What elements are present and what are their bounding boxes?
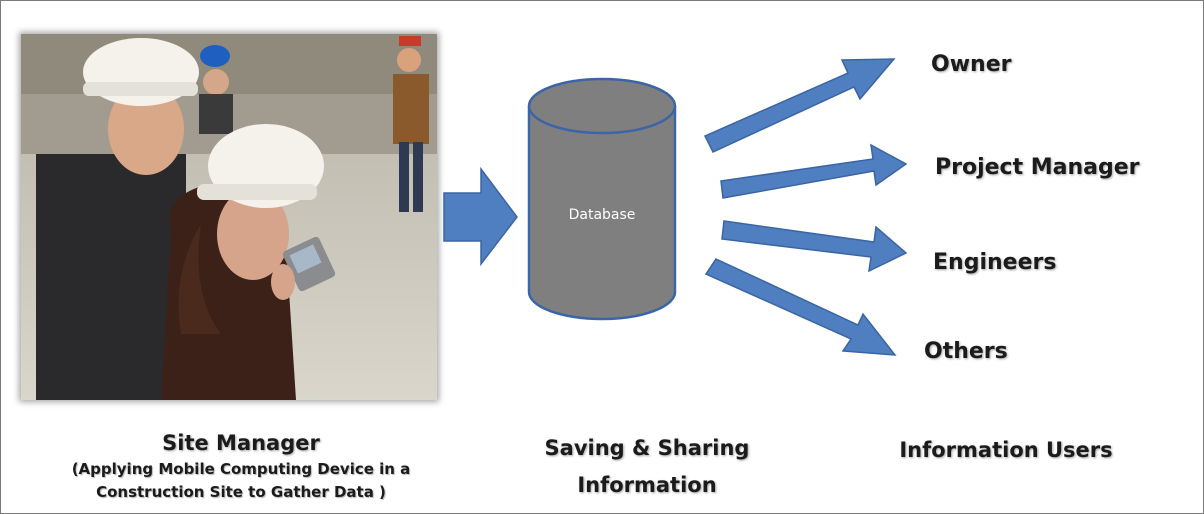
arrow-to-project-manager xyxy=(720,143,908,199)
database-label: Database xyxy=(568,207,636,223)
user-label-others: Others xyxy=(924,339,1008,364)
arrow-to-owner xyxy=(703,58,896,153)
caption-site-manager: Site Manager xyxy=(162,431,320,455)
user-label-project-manager: Project Manager xyxy=(935,155,1140,180)
caption-site-manager-detail-2: Construction Site to Gather Data ) xyxy=(96,483,386,501)
user-label-engineers: Engineers xyxy=(933,250,1057,275)
arrow-to-engineers xyxy=(721,220,908,273)
site-manager-photo xyxy=(21,34,437,400)
input-arrow xyxy=(443,166,518,267)
caption-site-manager-detail-1: (Applying Mobile Computing Device in a xyxy=(71,460,411,478)
database-cylinder xyxy=(527,77,677,321)
arrow-to-others xyxy=(704,258,897,356)
caption-information-users: Information Users xyxy=(899,438,1113,462)
caption-saving-sharing: Saving & Sharing xyxy=(544,436,750,460)
user-label-owner: Owner xyxy=(931,52,1012,77)
caption-information: Information xyxy=(577,473,717,497)
